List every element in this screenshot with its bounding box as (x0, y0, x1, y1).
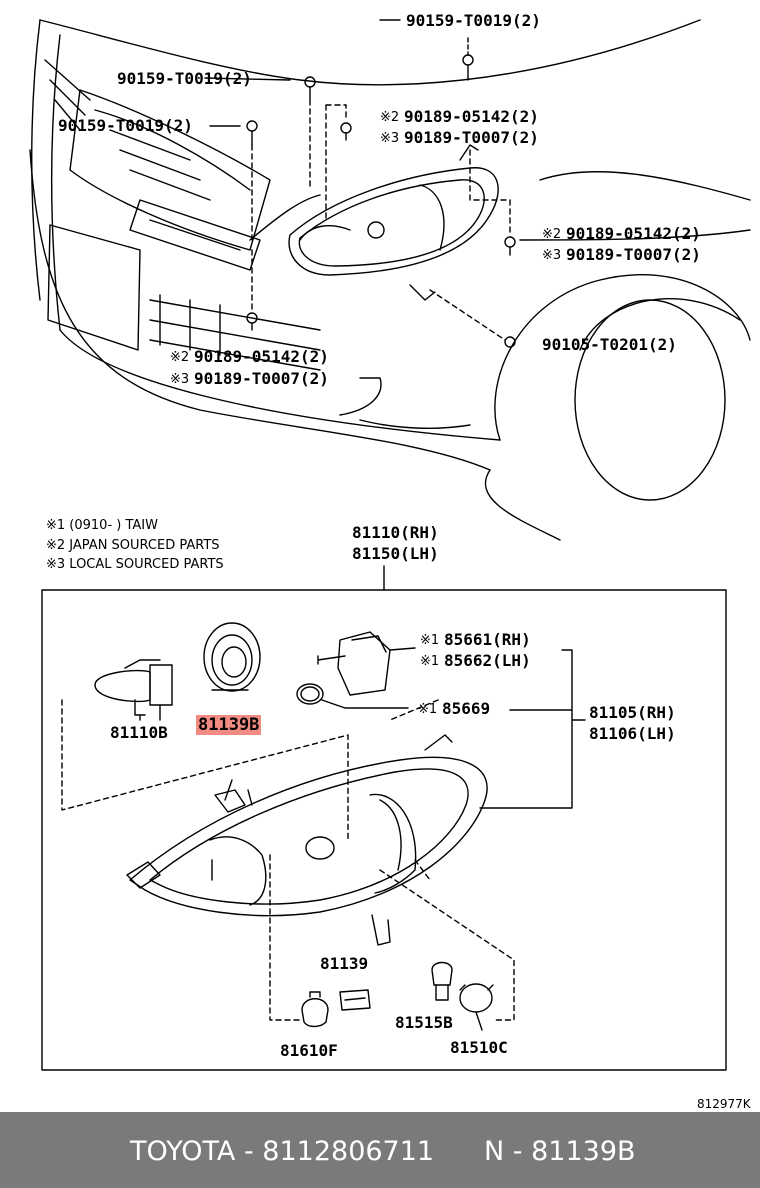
footer-part-number: N - 81139B (484, 1136, 636, 1167)
mark-jp-c: ※2 (170, 350, 190, 365)
label-bolt-top-right: 90159-T0019(2) (406, 11, 541, 30)
label-bolt-left: 90159-T0019(2) (58, 116, 193, 135)
exploded-view-frame (41, 589, 727, 1071)
label-cap-81139b-highlighted[interactable]: 81139B (196, 715, 262, 735)
cap-81139b-drawing (203, 622, 261, 692)
bulb-81510c-drawing (459, 983, 494, 1031)
note-japan: ※2 JAPAN SOURCED PARTS (46, 538, 220, 553)
bulb-81110b-drawing (61, 659, 349, 841)
label-bulb-81515b[interactable]: 81515B (395, 1013, 453, 1032)
mark-oring: ※1 (418, 702, 438, 717)
mark-jp-b: ※2 (542, 227, 562, 242)
mark-local-b: ※3 (542, 248, 562, 263)
note-local: ※3 LOCAL SOURCED PARTS (46, 557, 224, 572)
label-screw-c-local: 90189-T0007(2) (194, 369, 329, 388)
mark-motor-rh: ※1 (420, 633, 440, 648)
top-fasteners (204, 19, 516, 348)
note-taiw: ※1 (0910- ) TAIW (46, 518, 158, 533)
parts-diagram: 90159-T0019(2) 90159-T0019(2) 90159-T001… (29, 11, 751, 1111)
label-bulb-81610f[interactable]: 81610F (280, 1041, 338, 1060)
vehicle-front-outline (29, 19, 751, 541)
label-unit-rh[interactable]: 81105(RH) (589, 703, 676, 722)
mark-local-a: ※3 (380, 131, 400, 146)
socket-81139-drawing (339, 989, 371, 1011)
label-socket[interactable]: 81139 (320, 954, 369, 973)
label-assembly-lh: 81150(LH) (352, 544, 439, 563)
mark-jp-a: ※2 (380, 110, 400, 125)
footer-bar: TOYOTA - 8112806711 N - 81139B (0, 1112, 760, 1188)
highlight-marker: 81139B (196, 715, 262, 735)
headlamp-unit-drawing (126, 734, 488, 946)
mark-local-c: ※3 (170, 372, 190, 387)
label-motor-rh[interactable]: 85661(RH) (444, 630, 531, 649)
label-screw-c-jp: 90189-05142(2) (194, 347, 329, 366)
diagram-lineart (29, 19, 751, 1071)
label-screw-b-local: 90189-T0007(2) (566, 245, 701, 264)
bulb-81610f-drawing (301, 991, 329, 1028)
footer-brand-partno: TOYOTA - 8112806711 (130, 1136, 435, 1167)
label-bolt-bottom: 90105-T0201(2) (542, 335, 677, 354)
label-oring[interactable]: 85669 (442, 699, 491, 718)
bulb-81515b-drawing (431, 961, 453, 1001)
label-screw-a-jp: 90189-05142(2) (404, 107, 539, 126)
label-assembly-rh: 81110(RH) (352, 523, 439, 542)
label-unit-lh[interactable]: 81106(LH) (589, 724, 676, 743)
label-motor-lh[interactable]: 85662(LH) (444, 651, 531, 670)
figure-code: 812977K (697, 1097, 751, 1111)
mark-motor-lh: ※1 (420, 654, 440, 669)
label-bulb-81110b[interactable]: 81110B (110, 723, 168, 742)
leveling-motor-drawing (317, 631, 416, 696)
label-screw-a-local: 90189-T0007(2) (404, 128, 539, 147)
label-bulb-81510c[interactable]: 81510C (450, 1038, 508, 1057)
label-bolt-top-left: 90159-T0019(2) (117, 69, 252, 88)
label-screw-b-jp: 90189-05142(2) (566, 224, 701, 243)
